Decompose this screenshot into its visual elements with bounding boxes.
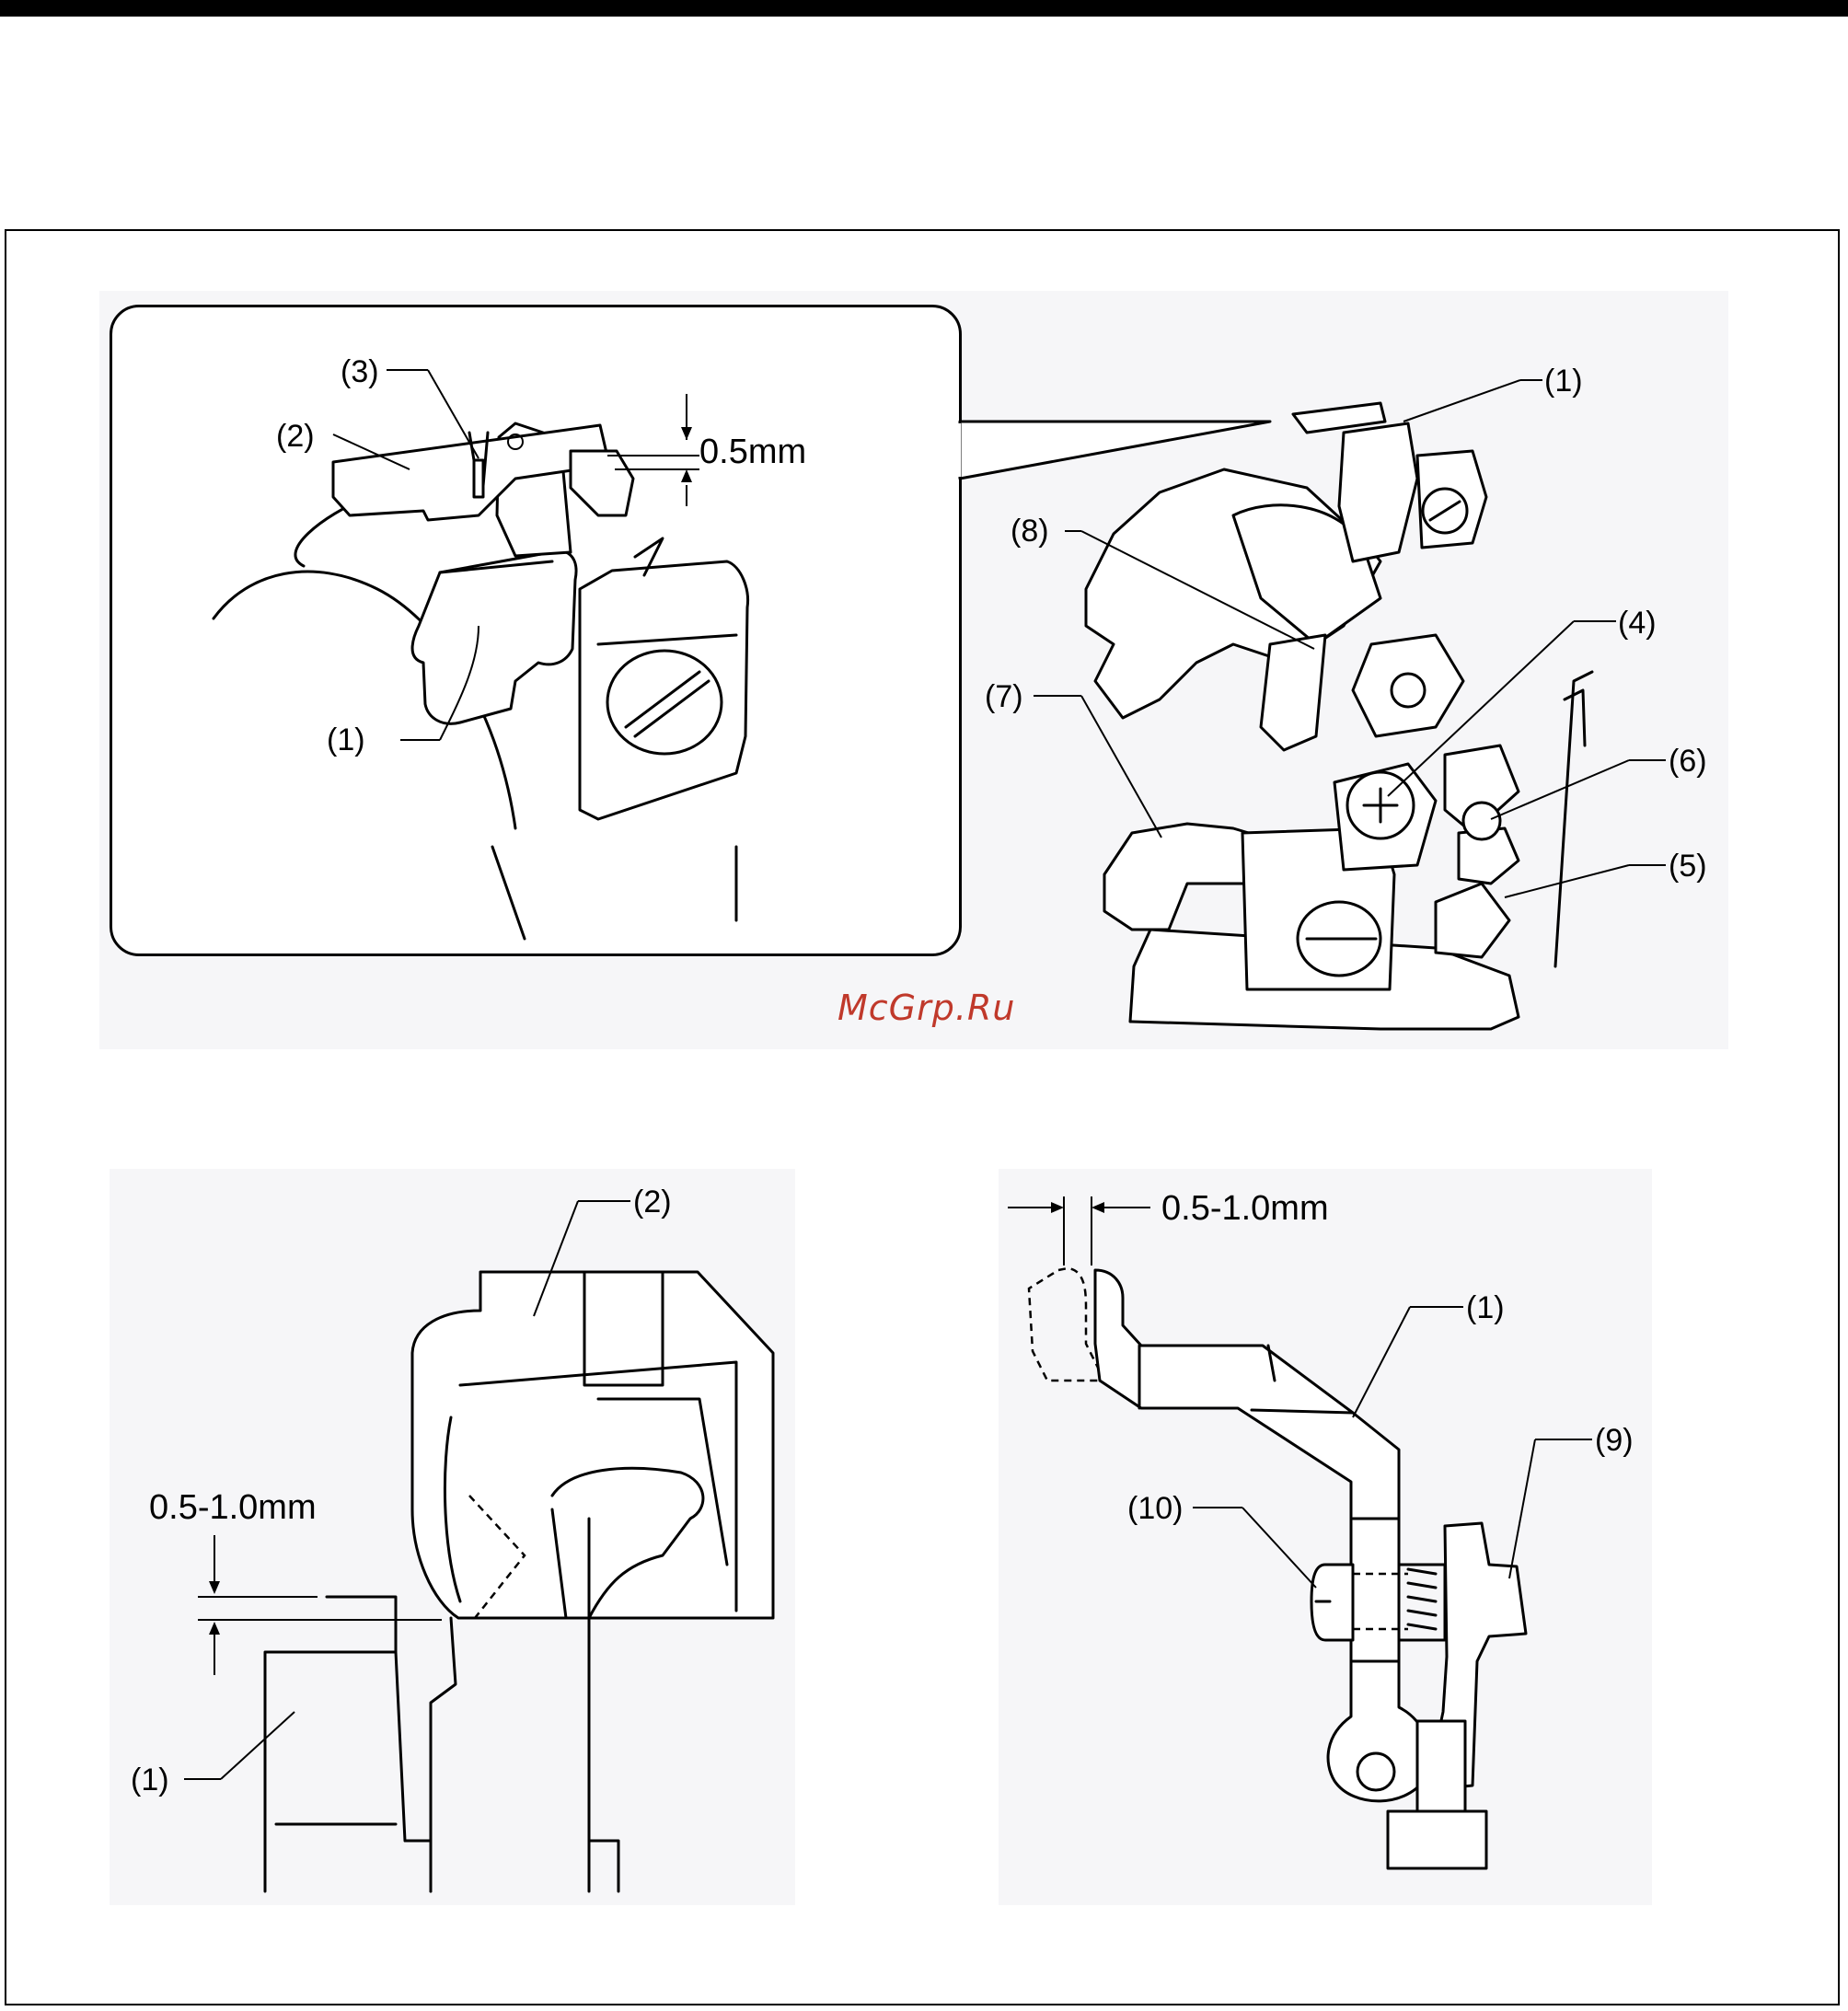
bottom-right-label-1: (1) bbox=[1466, 1290, 1505, 1326]
callout-label-1: (1) bbox=[327, 722, 365, 758]
bottom-left-label-2: (2) bbox=[633, 1185, 672, 1220]
watermark: McGrp.Ru bbox=[837, 988, 1015, 1028]
bottom-right-label-10: (10) bbox=[1127, 1491, 1183, 1527]
bottom-right-drawing bbox=[1008, 1196, 1592, 1868]
callout-dimension: 0.5mm bbox=[699, 433, 806, 472]
machine-label-4: (4) bbox=[1618, 606, 1657, 641]
machine-label-6: (6) bbox=[1669, 744, 1707, 780]
machine-label-7: (7) bbox=[985, 679, 1023, 715]
callout-detail-drawing bbox=[214, 370, 748, 939]
machine-label-1: (1) bbox=[1544, 364, 1583, 399]
bottom-left-dimension: 0.5-1.0mm bbox=[149, 1488, 317, 1528]
callout-label-2: (2) bbox=[276, 419, 315, 455]
bottom-right-label-9: (9) bbox=[1595, 1423, 1634, 1459]
machine-label-5: (5) bbox=[1669, 849, 1707, 884]
bottom-left-label-1: (1) bbox=[131, 1763, 169, 1798]
machine-drawing bbox=[1034, 380, 1666, 1029]
bottom-left-drawing bbox=[184, 1201, 773, 1891]
bottom-right-dimension: 0.5-1.0mm bbox=[1161, 1189, 1329, 1229]
callout-label-3: (3) bbox=[341, 354, 379, 390]
machine-label-8: (8) bbox=[1011, 514, 1049, 549]
